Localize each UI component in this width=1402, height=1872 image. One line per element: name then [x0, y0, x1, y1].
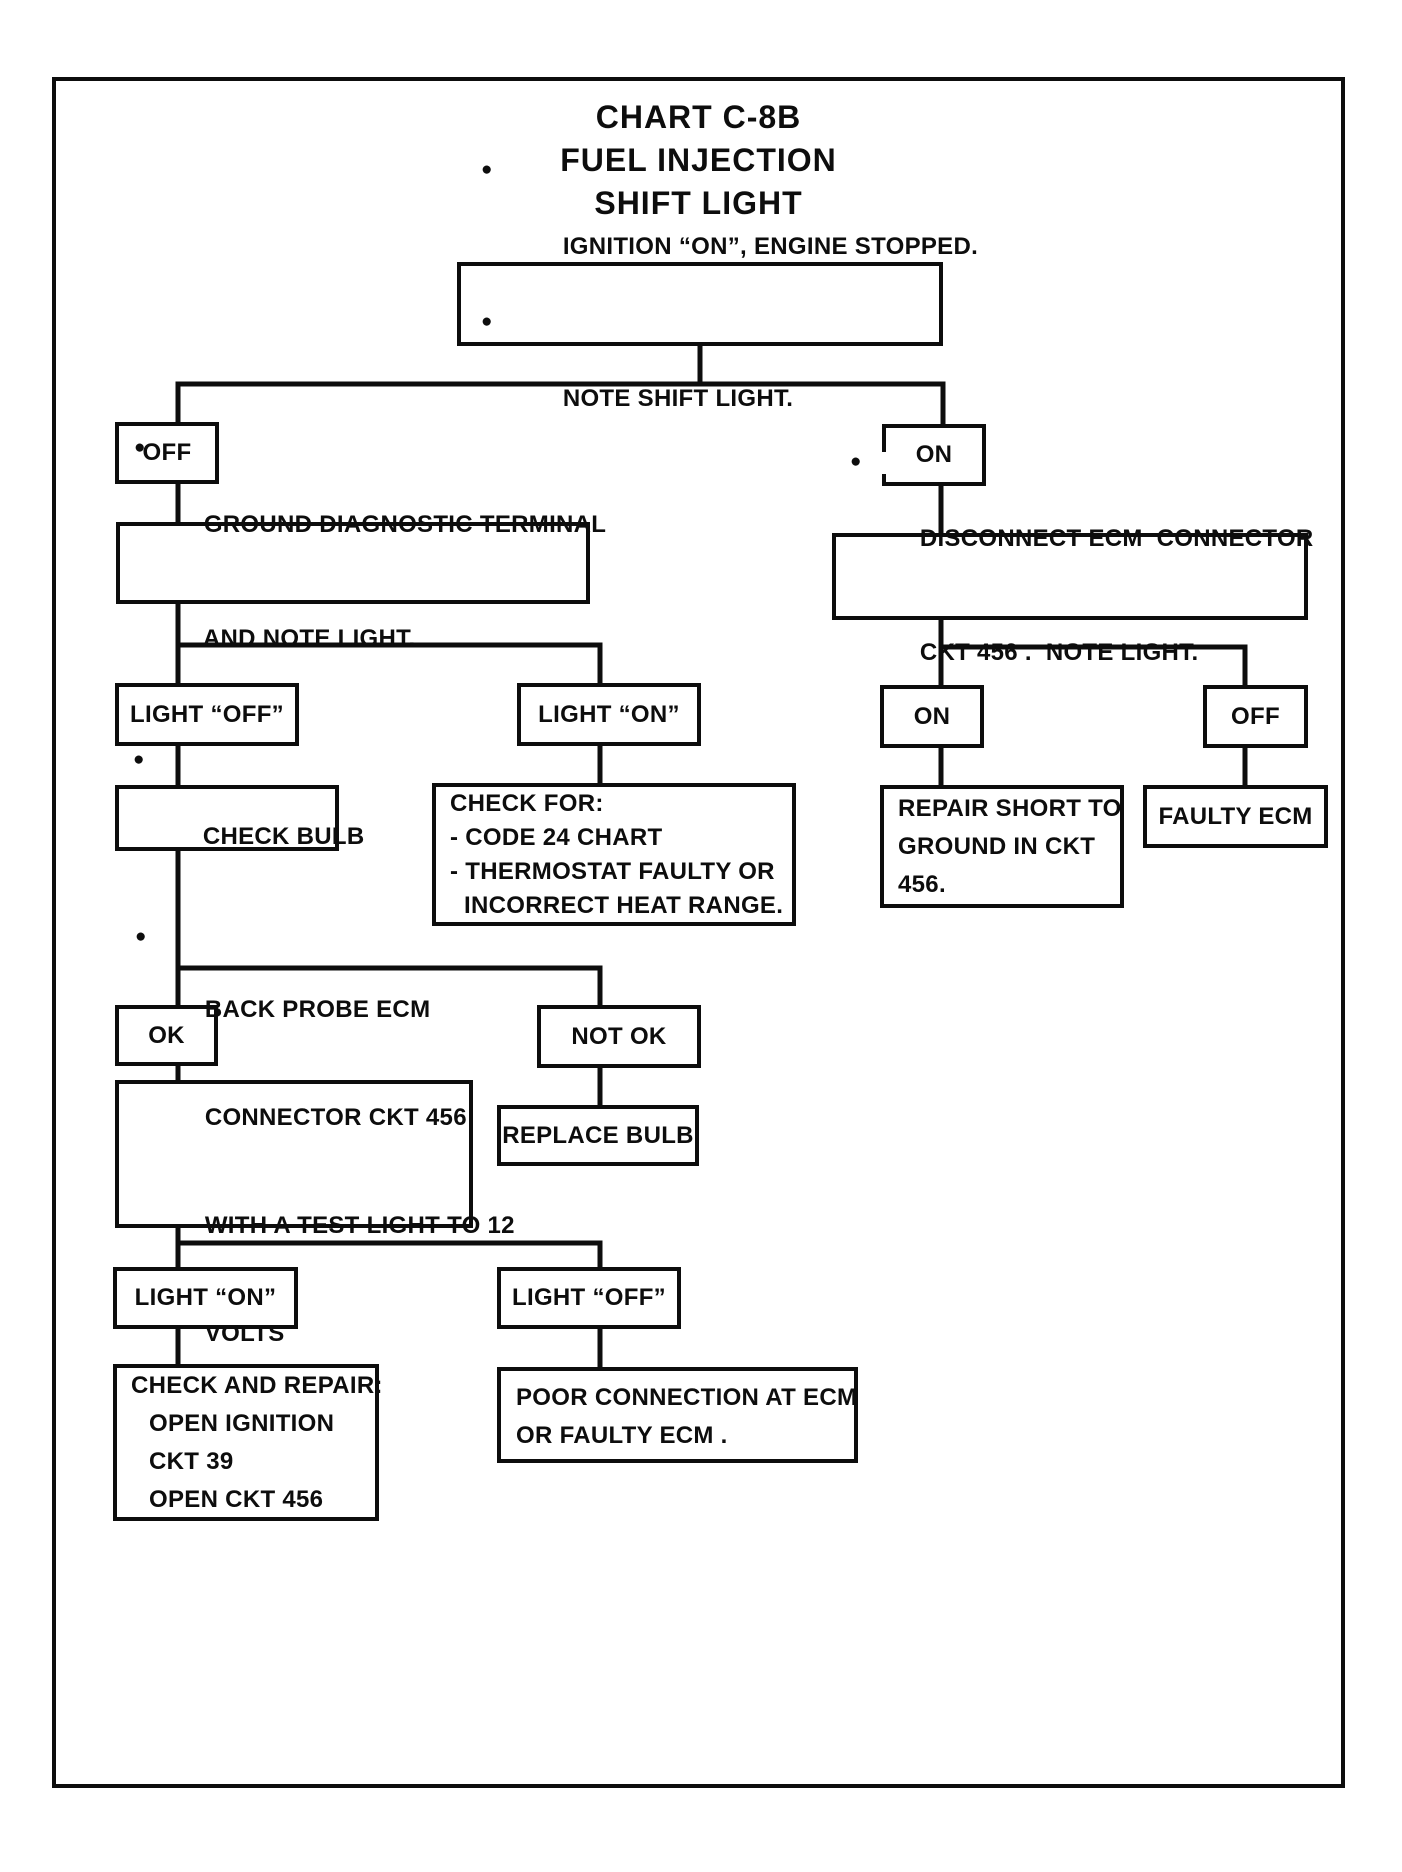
node-line: NOTE SHIFT LIGHT.	[562, 385, 794, 412]
node-line: BACK PROBE ECM	[204, 996, 431, 1023]
node-label: OFF	[142, 439, 192, 466]
node-label: ON	[913, 702, 951, 730]
node-check-for: CHECK FOR: - CODE 24 CHART - THERMOSTAT …	[432, 783, 796, 926]
node-line: POOR CONNECTION AT ECM	[516, 1384, 858, 1411]
node-faulty-ecm: FAULTY ECM	[1143, 785, 1328, 848]
node-line: 456.	[898, 870, 946, 898]
bullet-icon: ●	[134, 437, 146, 458]
node-line: GROUND IN CKT	[898, 832, 1096, 860]
node-line: AND NOTE LIGHT.	[202, 625, 416, 652]
chart-title: CHART C-8B FUEL INJECTION SHIFT LIGHT	[52, 96, 1345, 225]
node-off-result: OFF	[115, 422, 219, 484]
node-not-ok: NOT OK	[537, 1005, 701, 1068]
node-disconnect-ecm: ● DISCONNECT ECM CONNECTOR CKT 456 . NOT…	[832, 451, 1313, 666]
node-check-bulb: ● CHECK BULB	[115, 749, 364, 851]
node-ok: OK	[115, 1005, 218, 1066]
bullet-icon: ●	[481, 311, 493, 332]
node-label: OK	[148, 1021, 185, 1049]
node-line: - THERMOSTAT FAULTY OR	[450, 857, 775, 885]
page-border	[52, 77, 1345, 1788]
node-line: WITH A TEST LIGHT TO 12	[204, 1212, 515, 1239]
node-start: ● IGNITION “ON”, ENGINE STOPPED. ● NOTE …	[457, 159, 978, 412]
node-line: CHECK FOR:	[450, 789, 604, 817]
node-on-result: ON	[882, 424, 986, 486]
node-label: NOT OK	[571, 1022, 667, 1050]
node-line: OR FAULTY ECM .	[516, 1422, 728, 1449]
bullet-icon: ●	[135, 926, 147, 947]
node-line: CONNECTOR CKT 456	[204, 1104, 467, 1131]
node-line: CHECK BULB	[202, 823, 365, 850]
node-poor-connection: POOR CONNECTION AT ECM OR FAULTY ECM .	[497, 1367, 858, 1463]
bullet-icon: ●	[481, 159, 493, 180]
node-off-2: OFF	[1203, 685, 1308, 748]
node-line: GROUND DIAGNOSTIC TERMINAL	[203, 511, 607, 538]
scan-border-gap	[882, 452, 886, 474]
node-label: OFF	[1231, 702, 1280, 730]
node-line: CHECK AND REPAIR:	[131, 1371, 383, 1399]
node-line: CKT 456 . NOTE LIGHT.	[919, 638, 1199, 666]
node-label: LIGHT “OFF”	[512, 1284, 666, 1311]
node-ground-diagnostic: ● GROUND DIAGNOSTIC TERMINAL AND NOTE LI…	[116, 437, 606, 652]
node-label: LIGHT “OFF”	[130, 700, 284, 728]
node-line: REPAIR SHORT TO	[898, 794, 1122, 822]
node-line: IGNITION “ON”, ENGINE STOPPED.	[562, 233, 979, 260]
node-light-off-2: LIGHT “OFF”	[497, 1267, 681, 1329]
node-line: OPEN CKT 456	[149, 1485, 324, 1513]
node-line: INCORRECT HEAT RANGE.	[464, 891, 784, 919]
node-replace-bulb: REPLACE BULB	[497, 1105, 699, 1166]
chart-title-line: SHIFT LIGHT	[594, 185, 803, 221]
node-light-on-1: LIGHT “ON”	[517, 683, 701, 746]
node-light-off-1: LIGHT “OFF”	[115, 683, 299, 746]
node-on-2: ON	[880, 685, 984, 748]
node-line: OPEN IGNITION	[149, 1409, 335, 1437]
node-label: LIGHT “ON”	[538, 700, 680, 728]
node-label: REPLACE BULB	[502, 1121, 694, 1149]
node-light-on-2: LIGHT “ON”	[113, 1267, 298, 1329]
node-repair-short: REPAIR SHORT TO GROUND IN CKT 456.	[880, 785, 1124, 908]
node-line: - CODE 24 CHART	[450, 823, 663, 851]
chart-title-line: FUEL INJECTION	[560, 142, 837, 178]
node-back-probe: ● BACK PROBE ECM CONNECTOR CKT 456 WITH …	[115, 926, 515, 1347]
node-label: ON	[915, 441, 953, 468]
node-line: CKT 39	[149, 1447, 234, 1475]
node-check-and-repair: CHECK AND REPAIR: OPEN IGNITION CKT 39 O…	[113, 1364, 383, 1521]
node-line: DISCONNECT ECM CONNECTOR	[919, 524, 1314, 552]
bullet-icon: ●	[133, 749, 145, 770]
bullet-icon: ●	[850, 450, 862, 472]
node-label: FAULTY ECM	[1158, 802, 1313, 830]
chart-title-line: CHART C-8B	[595, 99, 802, 135]
node-label: LIGHT “ON”	[134, 1284, 277, 1311]
